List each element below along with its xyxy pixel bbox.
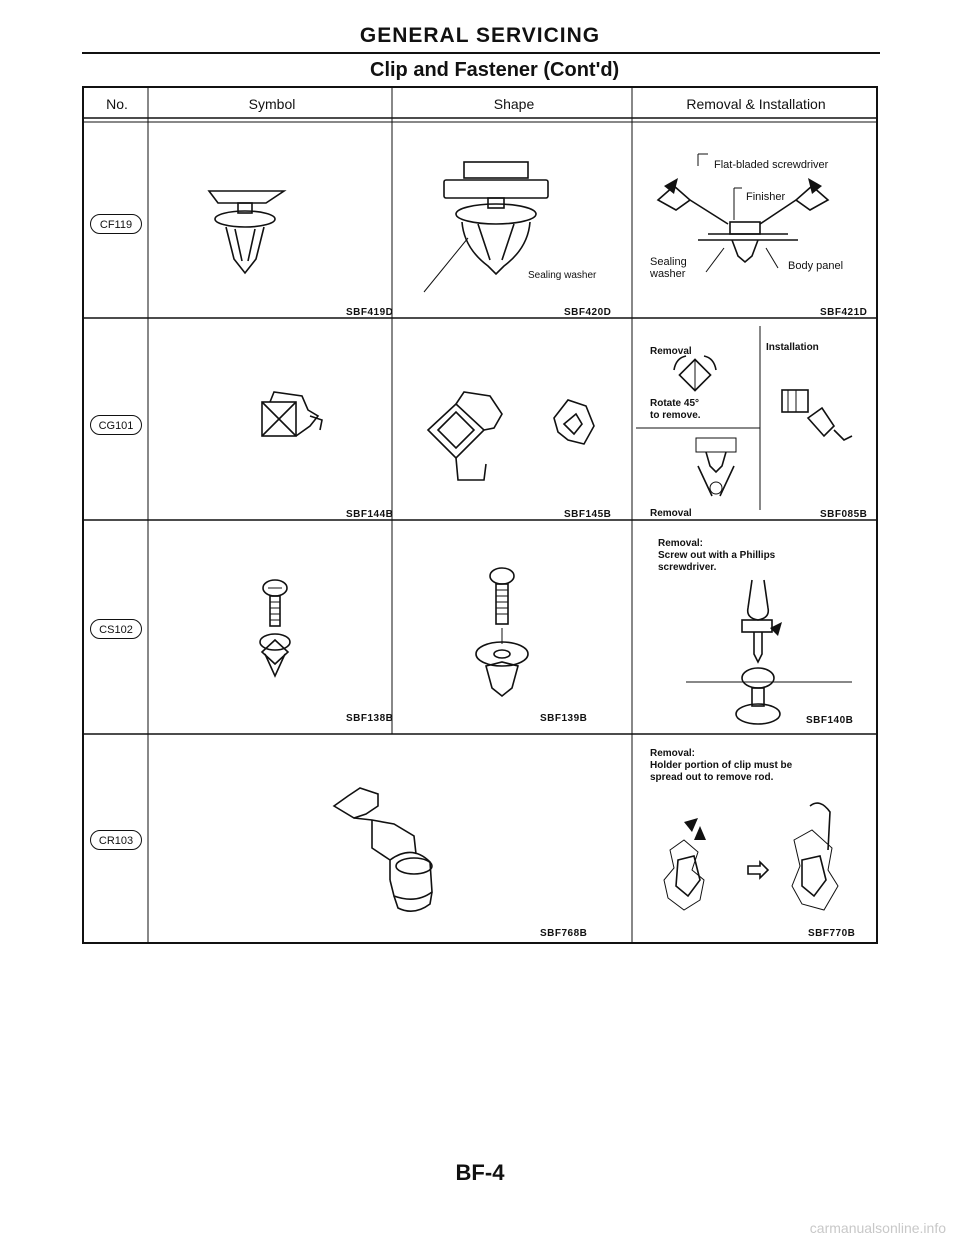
ref-code-removal-cs102: SBF140B — [806, 715, 854, 726]
label-sealing: Sealing — [650, 256, 687, 268]
clip-shape-cs102-drawing — [475, 567, 529, 698]
clip-code-cf119: CF119 — [90, 214, 142, 234]
clip-symbol-cf119-drawing — [207, 190, 287, 275]
table-grid — [82, 86, 878, 944]
watermark: carmanualsonline.info — [809, 1220, 946, 1236]
ref-code-shape-cg101: SBF145B — [564, 509, 612, 520]
column-header-symbol: Symbol — [248, 96, 296, 112]
clip-fastener-table: No. Symbol Shape Removal & Installation … — [82, 86, 878, 944]
page-title: GENERAL SERVICING — [359, 24, 601, 47]
ref-code-removal-cf119: SBF421D — [820, 307, 868, 318]
label-finisher: Finisher — [746, 191, 786, 203]
label-washer: washer — [650, 268, 686, 280]
column-header-shape: Shape — [493, 96, 535, 112]
removal-note-cs102-line3: screwdriver. — [658, 562, 717, 573]
removal-note-cr103-line2: Holder portion of clip must be — [650, 760, 793, 771]
label-flat-bladed-screwdriver: Flat-bladed screwdriver — [714, 159, 829, 171]
ref-code-shape-cf119: SBF420D — [564, 307, 612, 318]
label-to-remove: to remove. — [650, 410, 701, 421]
removal-note-cr103-line3: spread out to remove rod. — [650, 772, 774, 783]
ref-code-shape-cs102: SBF139B — [540, 713, 588, 724]
clip-code-cg101: CG101 — [90, 415, 142, 435]
label-body-panel: Body panel — [788, 260, 844, 272]
removal-note-cs102-line1: Removal: — [658, 538, 704, 549]
section-subtitle: Clip and Fastener (Cont'd) — [370, 59, 620, 81]
label-installation: Installation — [766, 342, 819, 353]
clip-code-cs102: CS102 — [90, 619, 142, 639]
header-rule — [82, 52, 880, 54]
ref-code-symbol-cf119: SBF419D — [346, 307, 394, 318]
label-rotate-45: Rotate 45° — [650, 398, 700, 409]
label-removal-bottom: Removal — [650, 508, 692, 519]
removal-note-cr103-line1: Removal: — [650, 748, 696, 759]
column-header-removal: Removal & Installation — [686, 96, 826, 112]
clip-shape-cf119-drawing — [423, 161, 549, 293]
clip-code-cr103: CR103 — [90, 830, 142, 850]
removal-cf119-drawing — [656, 153, 830, 273]
clip-symbol-cg101-drawing — [261, 391, 323, 437]
removal-cr103-drawing — [663, 802, 839, 911]
ref-code-cr103: SBF768B — [540, 928, 588, 939]
label-sealing-washer: Sealing washer — [528, 270, 597, 281]
clip-cr103-drawing — [332, 787, 433, 912]
removal-note-cs102-line2: Screw out with a Phillips — [658, 550, 776, 561]
page-number: BF-4 — [455, 1160, 505, 1185]
ref-code-symbol-cg101: SBF144B — [346, 509, 394, 520]
ref-code-symbol-cs102: SBF138B — [346, 713, 394, 724]
removal-cg101-pliers-drawing — [695, 437, 737, 497]
removal-cs102-screwdriver-drawing — [686, 579, 852, 725]
column-header-no: No. — [106, 96, 128, 112]
ref-code-removal-cg101: SBF085B — [820, 509, 868, 520]
clip-symbol-cs102-drawing — [259, 579, 291, 678]
clip-shape-cg101-drawing — [426, 391, 595, 481]
removal-cg101-rotate-drawing — [673, 355, 717, 392]
installation-cg101-drawing — [781, 389, 853, 441]
label-removal-top: Removal — [650, 346, 692, 357]
removal-cg101-grid — [636, 326, 761, 510]
ref-code-removal-cr103: SBF770B — [808, 928, 856, 939]
